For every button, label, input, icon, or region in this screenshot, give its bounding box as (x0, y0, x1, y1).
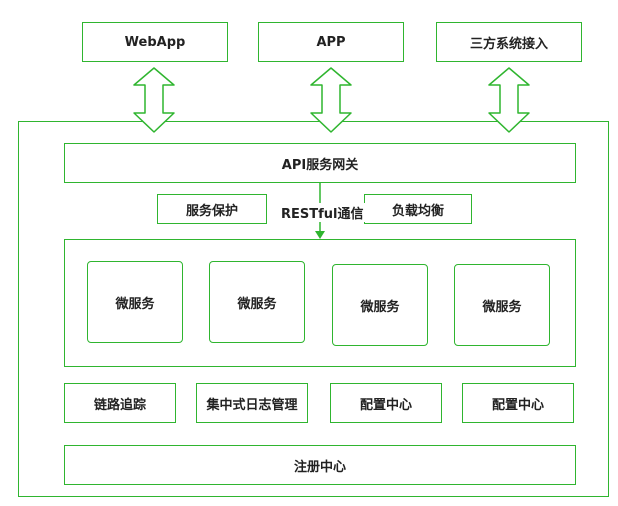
webapp-double-arrow (133, 67, 175, 133)
gateway-down-arrow-head (315, 231, 325, 239)
microservice-3-label: 微服务 (360, 299, 400, 315)
registry-box: 注册中心 (64, 445, 576, 485)
log-management-label: 集中式日志管理 (206, 397, 298, 413)
config-center-box-2: 配置中心 (462, 383, 574, 423)
restful-label-text: RESTful通信 (281, 207, 364, 222)
microservice-4: 微服务 (454, 264, 550, 346)
api-gateway-label: API服务网关 (281, 157, 359, 173)
registry-label: 注册中心 (293, 459, 346, 475)
service-protection-label: 服务保护 (185, 203, 238, 219)
config-center-label-2: 配置中心 (491, 397, 544, 413)
api-gateway-box: API服务网关 (64, 143, 576, 183)
third-party-box: 三方系统接入 (436, 22, 582, 62)
microservices-container (64, 239, 576, 367)
tracing-box: 链路追踪 (64, 383, 176, 423)
config-center-label-1: 配置中心 (359, 397, 412, 413)
third-party-label: 三方系统接入 (469, 36, 548, 52)
log-management-box: 集中式日志管理 (196, 383, 308, 423)
webapp-box: WebApp (82, 22, 228, 62)
system-frame (18, 121, 609, 497)
app-box: APP (258, 22, 404, 62)
app-double-arrow (310, 67, 352, 133)
microservice-2: 微服务 (209, 261, 305, 343)
app-label: APP (316, 34, 346, 50)
config-center-box-1: 配置中心 (330, 383, 442, 423)
microservice-3: 微服务 (332, 264, 428, 346)
microservice-1: 微服务 (87, 261, 183, 343)
tracing-label: 链路追踪 (93, 397, 146, 413)
third-party-double-arrow (488, 67, 530, 133)
load-balance-label: 负载均衡 (391, 203, 444, 219)
microservice-2-label: 微服务 (237, 296, 277, 312)
load-balance-box: 负载均衡 (364, 194, 472, 224)
microservice-1-label: 微服务 (115, 296, 155, 312)
service-protection-box: 服务保护 (157, 194, 267, 224)
webapp-label: WebApp (124, 34, 186, 50)
microservice-4-label: 微服务 (482, 299, 522, 315)
restful-label: RESTful通信 (280, 203, 365, 222)
